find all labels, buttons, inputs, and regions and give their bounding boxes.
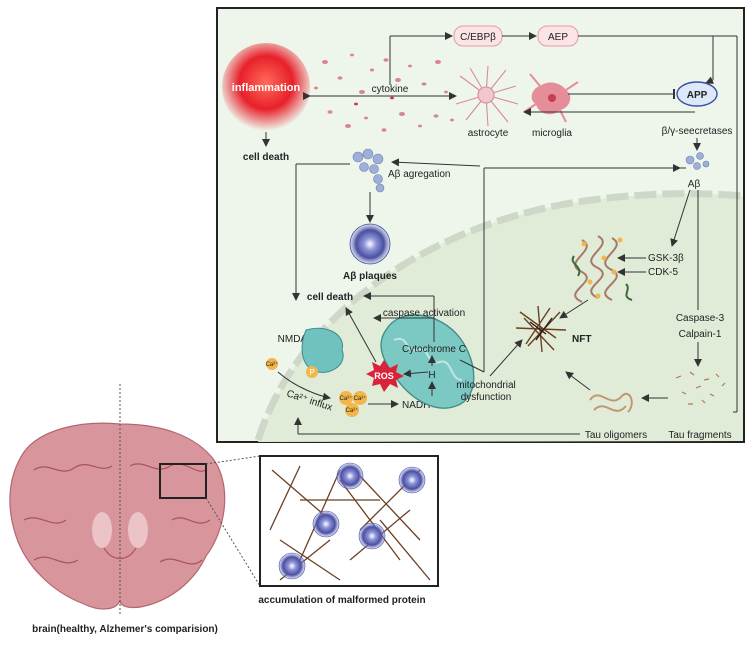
phosphate-dots bbox=[581, 237, 623, 299]
inflammation-cloud bbox=[222, 43, 310, 131]
calpain1-label: Calpain-1 bbox=[679, 329, 722, 340]
mito-dysfunction-label-1: mitochondrial bbox=[456, 380, 515, 391]
tau-oligomers-label: Tau oligomers bbox=[585, 430, 647, 441]
calcium-ion-label-1: Ca²⁺ bbox=[266, 361, 279, 368]
inset-plaque-2 bbox=[312, 510, 340, 538]
inset-plaque-4 bbox=[278, 552, 306, 580]
abeta-label: Aβ bbox=[688, 179, 701, 190]
tau-helix bbox=[571, 235, 633, 303]
cytokine-dots bbox=[314, 53, 454, 132]
zoom-line-top bbox=[205, 455, 261, 465]
calcium-cluster bbox=[339, 391, 367, 417]
calcium-cluster-label-1: Ca²⁺ bbox=[340, 395, 353, 402]
brain-zoom-box bbox=[159, 463, 207, 499]
app-node bbox=[676, 81, 718, 107]
cytochrome-c-label: Cytochrome C bbox=[402, 344, 466, 355]
tau-fragments-label: Tau fragments bbox=[668, 430, 731, 441]
microglia-cell bbox=[523, 73, 579, 123]
mito-dysfunction-label-2: dysfunction bbox=[461, 392, 512, 403]
astrocyte-cell bbox=[455, 65, 519, 127]
cdk5-label: CDK-5 bbox=[648, 267, 678, 278]
caspase-activation-label: caspase activation bbox=[383, 308, 465, 319]
abeta-aggregation-label: Aβ agregation bbox=[388, 169, 450, 180]
cell-death-mid: cell death bbox=[307, 292, 353, 303]
nft-label: NFT bbox=[572, 334, 591, 345]
nmdar-receptor bbox=[301, 327, 344, 373]
app-label: APP bbox=[687, 90, 708, 101]
cytokine-label: cytokine bbox=[372, 84, 409, 95]
abeta-plaque-icon bbox=[349, 223, 391, 265]
cebpb-label: C/EBPβ bbox=[460, 32, 496, 43]
brain-caption: brain(healthy, Alzhemer's comparision) bbox=[32, 624, 218, 635]
nft-tangle bbox=[515, 305, 567, 353]
brain-section bbox=[9, 422, 226, 610]
cell-death-top: cell death bbox=[243, 152, 289, 163]
secretases-label: β/γ-seecretases bbox=[662, 126, 733, 137]
abeta-aggregate bbox=[352, 148, 385, 193]
aep-label: AEP bbox=[548, 32, 568, 43]
abeta-monomers bbox=[685, 152, 710, 170]
h-label: H bbox=[428, 370, 435, 381]
zoom-line-bottom bbox=[205, 497, 261, 587]
tau-oligomer-strands bbox=[589, 393, 633, 413]
phosphate-label: P bbox=[309, 368, 314, 377]
microglia-label: microglia bbox=[532, 128, 572, 139]
astrocyte-label: astrocyte bbox=[468, 128, 509, 139]
nmdar-label: NMDAR bbox=[278, 334, 315, 345]
accumulation-label: accumulation of malformed protein bbox=[258, 595, 425, 606]
gsk3b-label: GSK-3β bbox=[648, 253, 684, 264]
inset-plaque-1 bbox=[336, 462, 364, 490]
inset-plaque-5 bbox=[398, 466, 426, 494]
ros-label: ROS bbox=[374, 371, 394, 381]
ros-burst bbox=[366, 360, 404, 392]
tau-fragment-pieces bbox=[675, 371, 726, 405]
calcium-cluster-label-3: Ca²⁺ bbox=[346, 407, 359, 414]
inflammation-label: inflammation bbox=[232, 82, 301, 94]
calcium-ion-1 bbox=[266, 358, 278, 370]
abeta-plaques-label: Aβ plaques bbox=[343, 271, 397, 282]
calcium-cluster-label-2: Ca²⁺ bbox=[354, 395, 367, 402]
inset-plaque-3 bbox=[358, 522, 386, 550]
nadh-label: NADH bbox=[402, 400, 430, 411]
caspase3-label: Caspase-3 bbox=[676, 313, 725, 324]
phosphate-marker bbox=[306, 366, 318, 378]
